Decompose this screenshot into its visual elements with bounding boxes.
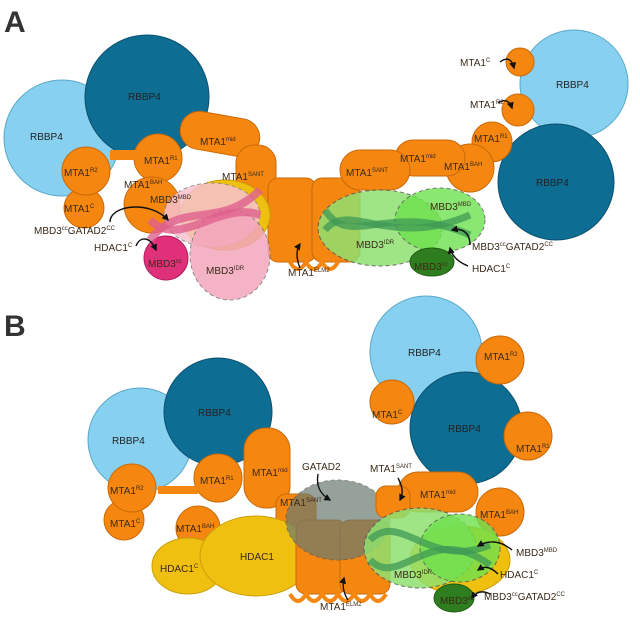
mbd3-cc-label: MBD3cc: [148, 259, 182, 270]
mta1-c-label: MTA1C: [460, 58, 491, 69]
mta1-r1-domain: [503, 411, 553, 461]
pointer-arrow: [316, 473, 332, 501]
mta1-r2-label: MTA1R2: [110, 486, 144, 497]
pointer-arrow: [476, 540, 513, 551]
gatad2-label: GATAD2: [302, 462, 341, 473]
pointer-arrow: [497, 100, 514, 110]
mbd3-gatad2-label: MBD3ccGATAD2CC: [472, 242, 554, 253]
mta1-mid-label: MTA1mid: [400, 154, 436, 165]
hdac1-label: HDAC1: [240, 552, 274, 563]
hdac1-c-label: HDAC1C: [472, 264, 511, 275]
pointer-arrow: [135, 238, 158, 252]
mta1-linker: [158, 486, 198, 494]
mta1-r2-label: MTA1R2: [64, 168, 98, 179]
pointer-arrow: [450, 225, 471, 246]
pointer-arrow: [476, 563, 499, 575]
mta1-mid-domain: [243, 427, 291, 509]
pointer-arrow: [447, 246, 469, 267]
mta1-mid-domain: [179, 110, 261, 158]
mta1-loop: [288, 257, 340, 271]
mta1-bah-label: MTA1BAH: [480, 510, 518, 521]
rbbp4-right-dark: [497, 123, 615, 241]
mta1-bah-label: MTA1BAH: [176, 524, 214, 535]
mta1-r2-domain: [107, 463, 157, 513]
mta1-sant-label: MTA1SANT: [370, 464, 412, 475]
mbd3-mbd-label: MBD3MBD: [150, 195, 192, 206]
panel-b: B RBBP4 RBBP4 RBBP4 RBBP4: [4, 295, 566, 613]
mta1-elm2-label: MTA1ELM2: [288, 268, 330, 279]
mta1-r1-label: MTA1R1: [516, 444, 550, 455]
rbbp4-label: RBBP4: [198, 408, 231, 419]
mta1-c-domain: [505, 47, 535, 77]
pointer-arrow: [499, 58, 517, 70]
rbbp4-label: RBBP4: [112, 436, 145, 447]
mta1-mid-label: MTA1mid: [252, 468, 288, 479]
mbd3-mbd-label: MBD3MBD: [430, 202, 472, 213]
mta1-loop: [288, 589, 388, 603]
mta1-r2-domain: [475, 335, 525, 385]
mta1-r1-label: MTA1R1: [144, 156, 178, 167]
mbd3-idr-label: MBD3IDR: [356, 240, 395, 251]
mta1-r1-domain: [193, 453, 243, 503]
mbd3-idr-left: [189, 209, 271, 301]
mbd3-gatad2-label: MBD3ccGATAD2CC: [484, 592, 566, 603]
rbbp4-label: RBBP4: [408, 348, 441, 359]
panel-a-letter: A: [4, 6, 26, 39]
mta1-linker: [110, 150, 150, 160]
rbbp4-label: RBBP4: [128, 92, 161, 103]
mbd3-cc-label: MBD3cc: [414, 262, 448, 273]
pointer-arrow: [471, 591, 491, 600]
mta1-c-label: MTA1C: [64, 204, 95, 215]
mta1-sant-label: MTA1SANT: [222, 172, 264, 183]
mta1-r1-label: MTA1R1: [200, 476, 234, 487]
mta1-sant-label: MTA1SANT: [346, 168, 388, 179]
pointer-arrow: [339, 576, 349, 601]
mta1-mid-label: MTA1mid: [420, 490, 456, 501]
mbd3-idr-label: MBD3IDR: [206, 266, 245, 277]
pointer-arrow: [397, 477, 406, 502]
mta1-r1-label: MTA1R1: [474, 134, 508, 145]
mta1-r2-label: MTA1R2: [484, 352, 518, 363]
rbbp4-label: RBBP4: [536, 178, 569, 189]
mbd3-idr-label: MBD3IDR: [394, 570, 433, 581]
mta1-elm2-label: MTA1ELM2: [320, 602, 362, 613]
rbbp4-label: RBBP4: [448, 424, 481, 435]
hdac1-c-label: HDAC1C: [160, 564, 199, 575]
pointer-arrow: [293, 242, 301, 269]
rbbp4-label: RBBP4: [30, 132, 63, 143]
hdac1-c-label: HDAC1C: [500, 570, 539, 581]
mta1-c-label: MTA1C: [372, 410, 403, 421]
mta1-sant-label: MTA1SANT: [280, 498, 322, 509]
mbd3-cc-right: [409, 247, 455, 277]
mta1-r2-domain: [501, 93, 535, 127]
panel-b-letter: B: [4, 310, 26, 343]
gatad2-helix: [322, 207, 472, 239]
mta1-elm2-left: [267, 177, 317, 263]
mta1-c-label: MTA1C: [110, 519, 141, 530]
mta1-bah-label: MTA1BAH: [124, 180, 162, 191]
mta1-r2-domain: [61, 146, 111, 196]
mta1-bah-label: MTA1BAH: [444, 162, 482, 173]
gatad2-helix: [147, 208, 262, 234]
gatad2-helix: [367, 546, 493, 572]
pointer-arrow: [109, 206, 169, 223]
panel-a: A RBBP4 RBBP4 RBBP4 RBBP4: [3, 6, 629, 301]
mta1-mid-label: MTA1mid: [200, 137, 236, 148]
mta1-r2-label: MTA1R2: [470, 100, 504, 111]
mta1-c-domain: [369, 379, 415, 425]
rbbp4-label: RBBP4: [556, 80, 589, 91]
hdac1-c-label: HDAC1C: [94, 243, 133, 254]
mbd3-mbd-label: MBD3MBD: [516, 548, 558, 559]
mbd3-gatad2-label: MBD3ccGATAD2CC: [34, 226, 116, 237]
mbd3-cc-label: MBD3cc: [440, 596, 474, 607]
